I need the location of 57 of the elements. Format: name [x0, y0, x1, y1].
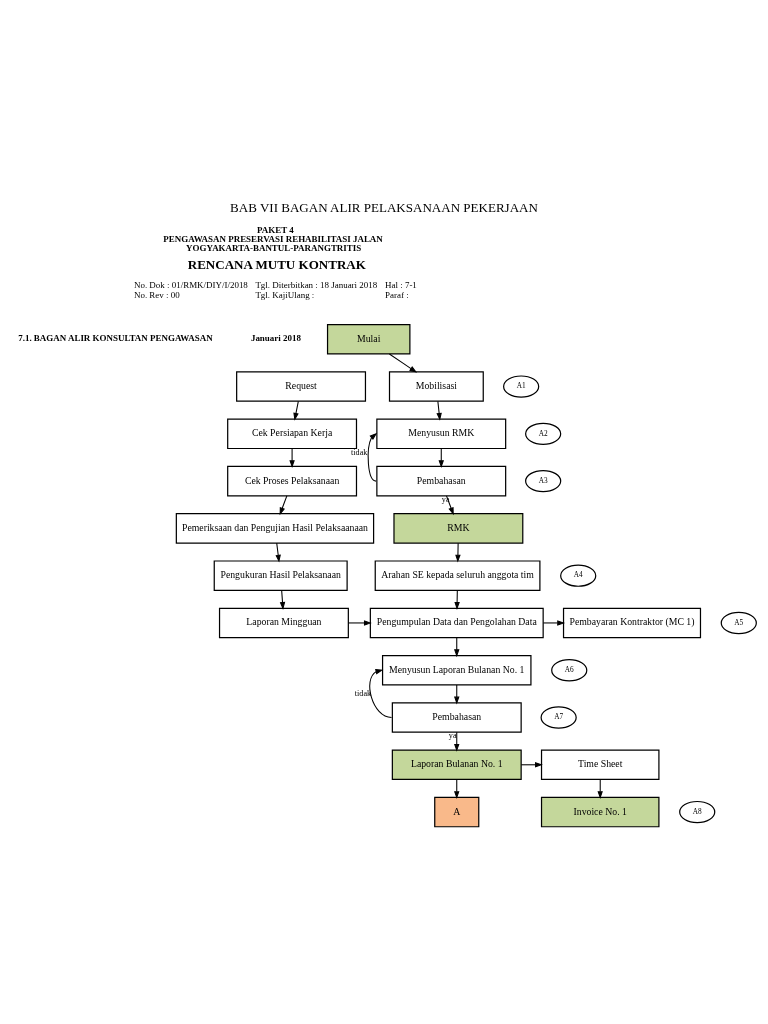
- node-box: Cek Proses Pelaksanaan: [227, 465, 358, 496]
- node-box: Cek Persiapan Kerja: [227, 418, 358, 449]
- node-ellipse: A1: [503, 374, 540, 398]
- node-box: Pembahasan: [376, 465, 507, 496]
- node-ellipse: A5: [720, 611, 757, 634]
- label: RENCANA MUTU KONTRAK: [187, 256, 366, 272]
- node-box: Pengukuran Hasil Pelaksanaan: [213, 559, 348, 591]
- arrow: [455, 542, 461, 563]
- node-ellipse: A7: [540, 705, 577, 729]
- node-box: Laporan Mingguan: [218, 607, 349, 638]
- arrow: [347, 619, 372, 626]
- node-ellipse: A6: [551, 658, 588, 681]
- node-box: Mobilisasi: [388, 370, 484, 402]
- node-ellipse: A8: [679, 800, 716, 823]
- node-ellipse: A4: [560, 564, 597, 587]
- label: Hal : 7-1: [385, 279, 417, 290]
- diagram-title: BAB VII BAGAN ALIR PELAKSANAAN PEKERJAAN: [230, 199, 538, 215]
- arrow: [369, 668, 393, 718]
- node-ellipse: A3: [525, 469, 562, 492]
- label: PENGAWASAN PRESERVASI REHABILITASI JALAN: [163, 233, 383, 244]
- node-box: Pengumpulan Data dan Pengolahan Data: [369, 607, 544, 638]
- arrow: [367, 432, 378, 482]
- arrow: [388, 353, 418, 373]
- edge-label: ya: [448, 730, 457, 740]
- label: Januari 2018: [250, 332, 301, 343]
- label: 7.1. BAGAN ALIR KONSULTAN PENGAWASAN: [18, 332, 213, 343]
- node-ellipse: A2: [525, 422, 562, 445]
- node-box: Arahan SE kepada seluruh anggota tim: [374, 559, 541, 591]
- node-box: Laporan Bulanan No. 1: [391, 749, 522, 780]
- arrow: [279, 494, 288, 515]
- node-box: Menyusun RMK: [376, 418, 507, 449]
- arrow: [279, 589, 286, 610]
- label: Paraf :: [385, 289, 409, 300]
- label: No. Dok : 01/RMK/DIY/I/2018: [133, 279, 248, 290]
- arrow: [520, 761, 543, 768]
- edge-label: tidak: [351, 447, 368, 457]
- node-box: Pembahasan: [391, 701, 522, 733]
- arrow: [275, 542, 281, 563]
- label: YOGYAKARTA-BANTUL-PARANGTRITIS: [186, 242, 362, 253]
- arrow: [289, 447, 295, 468]
- arrow: [542, 619, 566, 626]
- node-box: RMK: [393, 512, 524, 544]
- node-box: Pembayaran Kontraktor (MC 1): [562, 607, 702, 638]
- label: Tgl. Diterbitkan : 18 Januari 2018: [255, 279, 378, 290]
- arrow: [436, 400, 442, 421]
- node-box: A: [434, 796, 480, 827]
- arrow: [293, 400, 299, 421]
- node-box: Pemeriksaan dan Pengujian Hasil Pelaksaanaan: [175, 512, 375, 544]
- node-box: Invoice No. 1: [540, 796, 660, 827]
- arrow: [454, 589, 460, 610]
- label: PAKET 4: [257, 224, 294, 235]
- node-box: Time Sheet: [540, 749, 660, 780]
- node-box: Menyusun Laporan Bulanan No. 1: [381, 654, 532, 685]
- node-box: Request: [236, 370, 367, 402]
- node-box: Mulai: [326, 323, 411, 355]
- label: Tgl. KajiUlang :: [255, 289, 315, 300]
- label: No. Rev : 00: [133, 289, 180, 300]
